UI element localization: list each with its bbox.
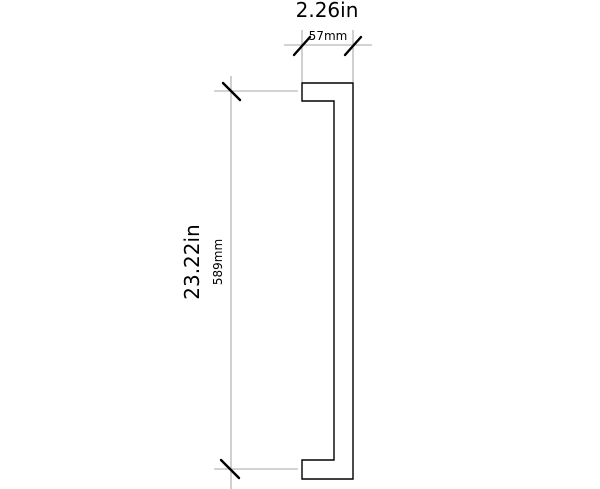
height-imperial-label: 23.22in — [180, 224, 204, 300]
width-imperial-label: 2.26in — [296, 0, 359, 22]
width-dimension: 2.26in 57mm — [284, 0, 372, 82]
height-metric-label: 589mm — [211, 239, 225, 285]
height-tick-bottom — [219, 458, 241, 480]
height-dimension: 23.22in 589mm — [180, 76, 298, 489]
height-tick-top — [221, 81, 242, 102]
handle-outline — [301, 82, 354, 480]
width-tick-right — [343, 35, 363, 57]
width-tick-left — [292, 35, 312, 57]
width-metric-label: 57mm — [309, 29, 348, 43]
